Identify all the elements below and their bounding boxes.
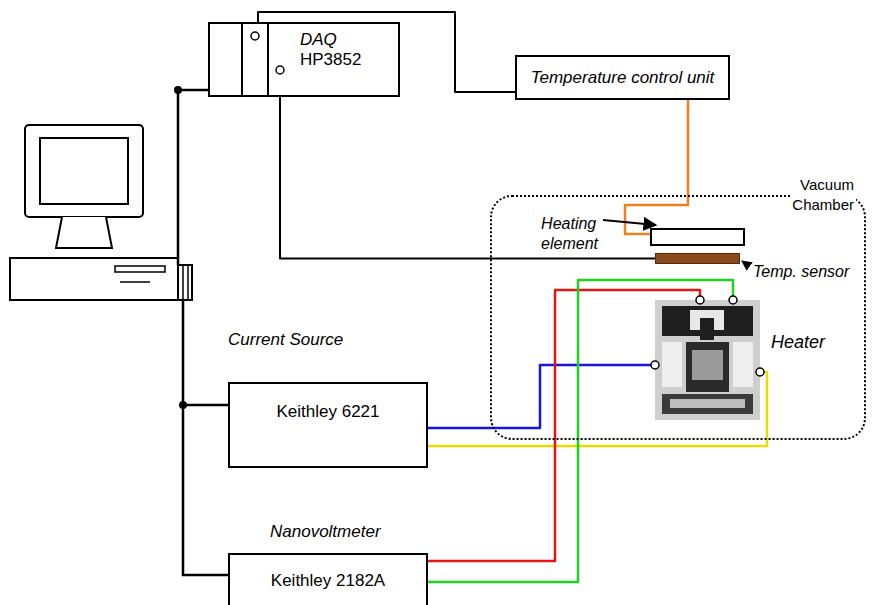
connector-group	[258, 12, 767, 582]
model-number: Keithley 2182A	[271, 571, 385, 591]
case-detail	[120, 281, 150, 283]
part-label: Heater	[771, 332, 825, 352]
bus-cable	[178, 90, 208, 265]
part-label: Temp. sensor	[753, 262, 849, 282]
module-divider	[267, 22, 269, 97]
module-divider	[241, 22, 243, 97]
device-role: Nanovoltmeter	[270, 522, 381, 542]
device-role: Current Source	[228, 330, 343, 350]
chip-image	[733, 342, 753, 387]
monitor-stand	[56, 217, 112, 248]
wire-connector	[428, 365, 655, 428]
terminal-circle	[651, 361, 659, 369]
wire-connector	[280, 97, 655, 259]
nanovoltmeter: NanovoltmeterKeithley 2182A	[228, 553, 428, 605]
daq-unit: DAQHP3852	[208, 22, 400, 97]
chip-image	[670, 399, 745, 408]
control-unit: Temperature control unit	[515, 55, 730, 100]
device-name: Temperature control unit	[531, 68, 715, 88]
terminal-circle	[696, 296, 704, 304]
region-label: Vacuum Chamber	[790, 175, 856, 215]
terminal-circle	[729, 296, 737, 304]
monitor-frame	[25, 125, 143, 217]
leader-arrow	[603, 220, 656, 225]
part-label: Heating element	[541, 214, 598, 254]
heater-chip: Heater	[655, 300, 760, 420]
chip-image	[700, 318, 714, 340]
junction-dot	[179, 401, 187, 409]
chip-image	[686, 342, 729, 392]
chip-image	[662, 394, 753, 414]
terminal-circle	[756, 368, 764, 376]
leader-arrow	[742, 261, 749, 266]
port-detail	[187, 265, 189, 300]
disk-slot	[115, 266, 165, 272]
model-number: HP3852	[300, 50, 361, 70]
chip-image	[692, 350, 723, 380]
heating-element: Heating element	[650, 228, 745, 246]
monitor-screen	[40, 138, 128, 204]
interface-port	[178, 265, 192, 300]
bus-cable	[183, 404, 228, 407]
wire-connector	[625, 100, 688, 234]
current-source: Current SourceKeithley 6221	[228, 382, 428, 468]
chip-image	[662, 342, 682, 387]
bus-cable	[183, 300, 228, 575]
model-number: Keithley 6221	[276, 402, 379, 422]
device-name: DAQ	[300, 30, 337, 50]
temp-sensor: Temp. sensor	[655, 253, 740, 264]
computer-case	[10, 258, 178, 300]
terminal-circle	[276, 66, 284, 74]
port-detail	[182, 265, 184, 300]
chip-image	[655, 300, 760, 420]
wire-connector	[258, 12, 515, 92]
junction-dot	[174, 86, 182, 94]
terminal-circle	[251, 32, 259, 40]
vacuum-chamber: Vacuum ChamberHeating elementTemp. senso…	[490, 195, 866, 440]
